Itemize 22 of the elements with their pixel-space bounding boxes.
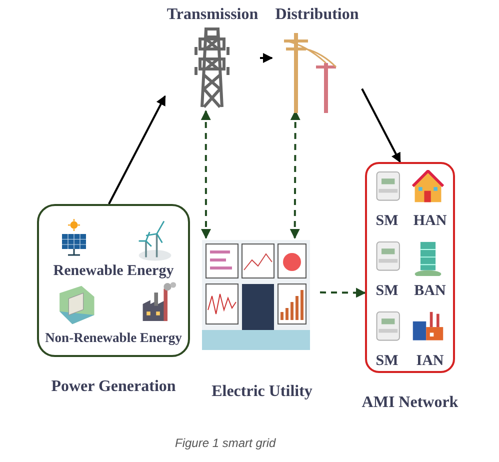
group-title: Power Generation bbox=[50, 379, 177, 395]
network-label: SM bbox=[374, 284, 400, 299]
group-title: AMI Network bbox=[360, 395, 460, 411]
network-label: IAN bbox=[415, 354, 445, 369]
arrow bbox=[290, 110, 300, 239]
arrow bbox=[260, 53, 273, 63]
network-label: BAN bbox=[413, 284, 447, 299]
network-label: HAN bbox=[412, 214, 448, 229]
node-title: Distribution bbox=[274, 7, 360, 23]
group-label: Non-Renewable Energy bbox=[44, 331, 183, 344]
group-label: Renewable Energy bbox=[52, 264, 175, 279]
network-label: SM bbox=[374, 354, 400, 369]
arrow bbox=[361, 88, 401, 163]
node-title: Transmission bbox=[166, 7, 260, 23]
arrow bbox=[320, 288, 366, 298]
arrow bbox=[108, 95, 166, 204]
figure-caption: Figure 1 smart grid bbox=[175, 436, 276, 450]
group-box bbox=[37, 204, 190, 357]
node-title: Electric Utility bbox=[210, 384, 314, 400]
network-label: SM bbox=[374, 214, 400, 229]
group-box bbox=[365, 162, 455, 373]
arrow bbox=[200, 110, 211, 239]
